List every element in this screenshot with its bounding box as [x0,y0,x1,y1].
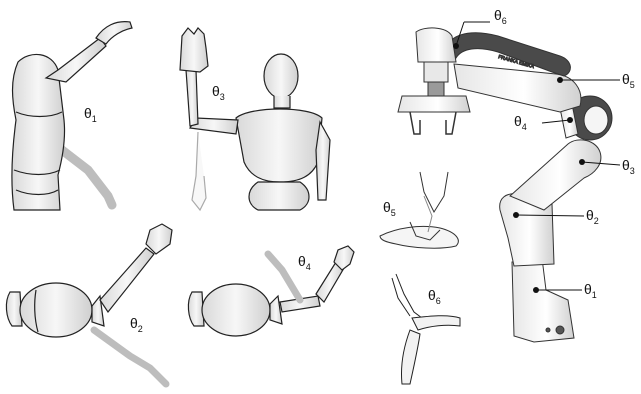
mannequin-top-elbow [188,246,354,336]
mannequin-top-abduction [6,224,172,384]
mannequin-head-top [20,283,92,337]
ghost-arm-down [192,132,206,210]
label-human-theta-3: θ3 [212,83,225,102]
label-robot-theta-3: θ3 [622,157,635,176]
ghost-arm-top [94,330,166,384]
base-connector [556,326,564,334]
label-robot-theta-5: θ5 [622,71,635,90]
label-human-theta-4: θ4 [298,253,311,272]
robot-gripper [398,96,470,112]
label-robot-theta-2: θ2 [586,207,599,226]
label-human-theta-1: θ1 [84,105,97,124]
label-robot-theta-6: θ6 [494,7,507,26]
label-wrist-theta-5: θ5 [383,199,396,218]
mannequin-chest [236,109,322,182]
label-human-theta-2: θ2 [130,315,143,334]
wrist-flexion-sketch [392,274,460,384]
ghost-forearm [268,254,300,300]
robot-link-2 [510,140,601,210]
mannequin-elbow-raise [180,28,330,210]
ghost-arm-lowered [62,150,112,205]
mannequin-raised-arm [46,38,106,82]
raised-arm-top [100,248,154,312]
label-wrist-theta-6: θ6 [428,287,441,306]
mannequin-hand [180,28,208,72]
mannequin-shoulder-flexion [12,22,132,210]
robot-wrist [416,28,456,62]
label-robot-theta-4: θ4 [514,113,527,132]
robot-base [512,258,574,342]
label-robot-theta-1: θ1 [584,281,597,300]
mannequin-forearm [186,70,198,126]
mannequin-head [264,54,298,98]
